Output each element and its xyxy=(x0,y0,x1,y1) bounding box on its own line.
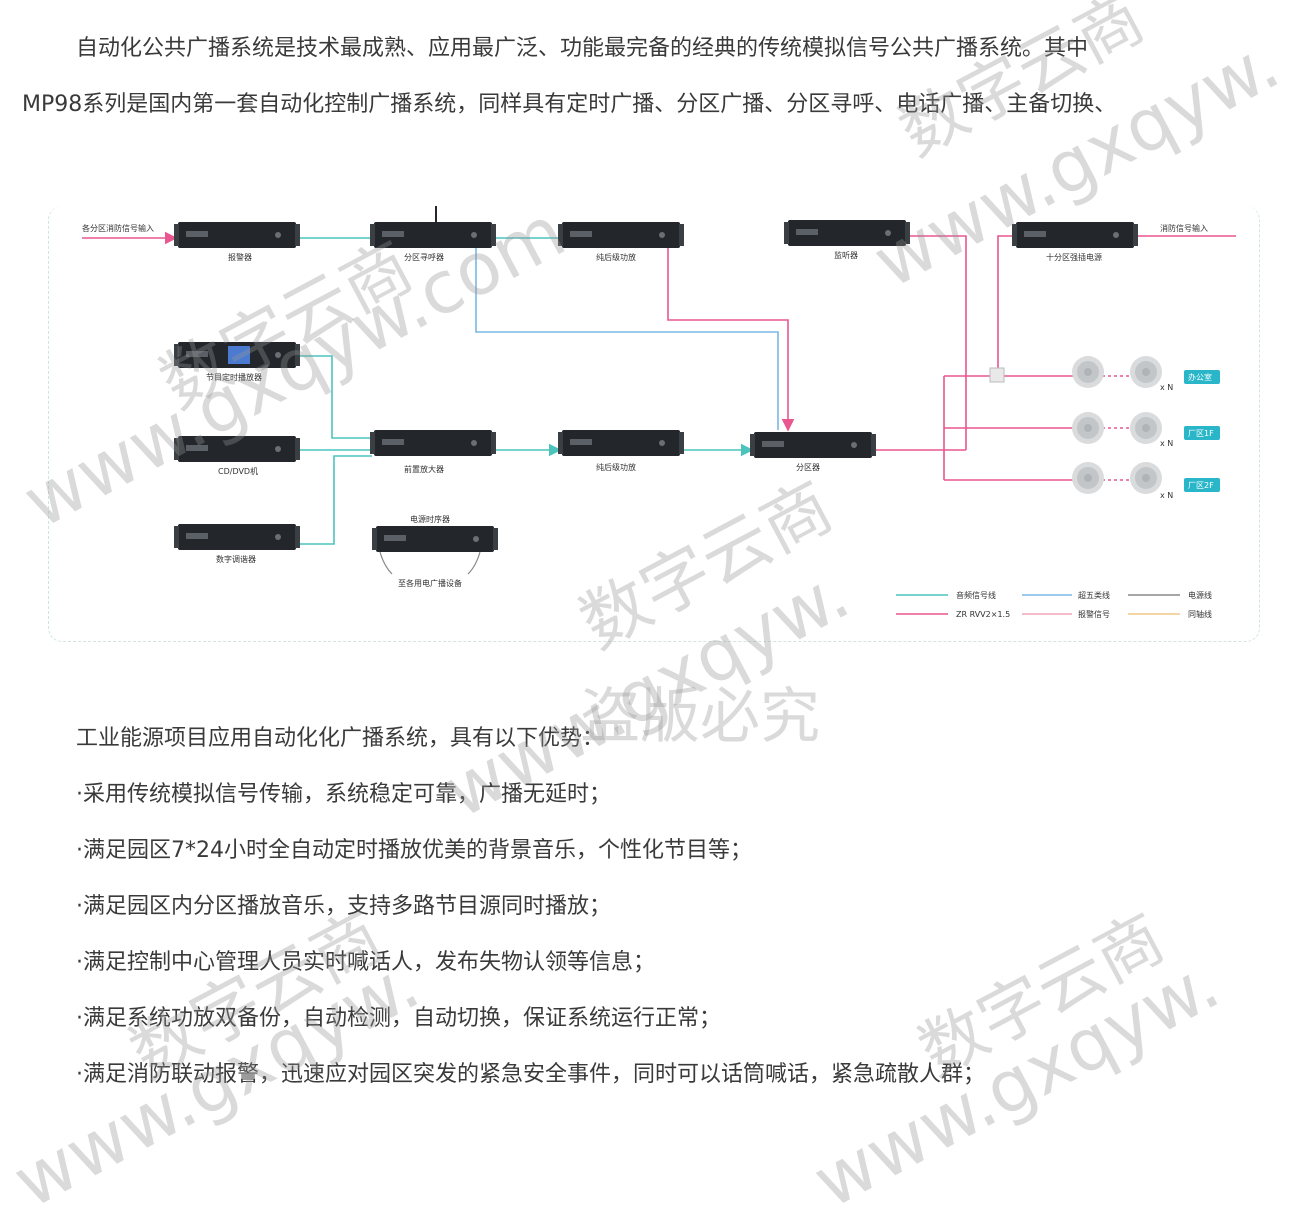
monitor-line xyxy=(906,235,967,450)
zone-badge-3: 厂区2F xyxy=(1188,481,1214,490)
speaker-icon xyxy=(1072,412,1104,444)
zone-pager-label: 分区寻呼器 xyxy=(404,252,444,262)
intro-line-2: MP98系列是国内第一套自动化控制广播系统，同样具有定时广播、分区广播、分区寻呼… xyxy=(22,92,1117,117)
speaker-icon xyxy=(1072,356,1104,388)
power10-device xyxy=(1012,222,1138,248)
benefits-heading: 工业能源项目应用自动化化广播系统，具有以下优势： xyxy=(76,726,605,751)
cd-dvd-label: CD/DVD机 xyxy=(218,466,258,476)
speaker-icon xyxy=(1130,462,1162,494)
amp-mid-label: 纯后级功放 xyxy=(596,462,636,472)
legend-label: 报警信号 xyxy=(1078,609,1110,619)
benefit-item: ·满足园区7*24小时全自动定时播放优美的背景音乐，个性化节目等； xyxy=(76,838,752,863)
fire-input-label: 各分区消防信号输入 xyxy=(82,223,154,233)
timer-player-device xyxy=(174,342,300,368)
tuner-device xyxy=(174,524,300,550)
monitor-label: 监听器 xyxy=(834,250,858,260)
tuner-label: 数字调谐器 xyxy=(216,554,256,564)
legend-label: 音频信号线 xyxy=(956,590,996,600)
legend-label: 超五类线 xyxy=(1078,590,1110,600)
speaker-icon xyxy=(1072,462,1104,494)
benefit-item: ·满足消防联动报警，迅速应对园区突发的紧急安全事件，同时可以话筒喊话，紧急疏散人… xyxy=(76,1062,985,1087)
system-diagram: 各分区消防信号输入 消防信号输入 报警器 分区寻呼器 纯后级功放 监听器 十分区… xyxy=(82,206,1236,619)
legend-label: 电源线 xyxy=(1188,590,1212,600)
amp-top-device xyxy=(558,222,684,248)
monitor-device xyxy=(784,220,910,246)
power10-line xyxy=(997,235,1014,368)
mains-label: 至各用电广播设备 xyxy=(398,578,462,588)
legend: 音频信号线 超五类线 电源线 ZR RVV2×1.5 报警信号 同轴线 xyxy=(896,590,1212,619)
diagram-frame xyxy=(48,206,1260,642)
zone-box-label: 分区器 xyxy=(796,463,820,472)
legend-label: ZR RVV2×1.5 xyxy=(956,610,1010,619)
zone-badge-1: 办公室 xyxy=(1188,372,1212,382)
alarm-device xyxy=(174,222,300,248)
legend-label: 同轴线 xyxy=(1188,609,1212,619)
benefit-item: ·满足园区内分区播放音乐，支持多路节目源同时播放； xyxy=(76,894,611,919)
speaker-icon xyxy=(1130,356,1162,388)
amp-top-label: 纯后级功放 xyxy=(596,252,636,262)
xn-label: x N xyxy=(1160,439,1173,448)
power-seq-label: 电源时序器 xyxy=(410,514,450,524)
benefit-item: ·满足控制中心管理人员实时喊话人，发布失物认领等信息； xyxy=(76,950,655,975)
amp-mid-device xyxy=(558,430,684,456)
preamp-device xyxy=(370,430,496,456)
fire-input-right-label: 消防信号输入 xyxy=(1160,223,1208,233)
zone-pager-device xyxy=(370,222,496,248)
xn-label: x N xyxy=(1160,491,1173,500)
power-seq-device xyxy=(372,526,498,552)
speaker-icon xyxy=(1130,412,1162,444)
preamp-label: 前置放大器 xyxy=(404,464,444,474)
benefits-list: 工业能源项目应用自动化化广播系统，具有以下优势： ·采用传统模拟信号传输，系统稳… xyxy=(76,724,985,1116)
power10-label: 十分区强插电源 xyxy=(1046,252,1102,262)
amp-to-zone-line xyxy=(667,244,795,432)
timer-player-label: 节目定时播放器 xyxy=(206,372,262,382)
zone-box-device xyxy=(750,432,876,458)
zone-badge-2: 厂区1F xyxy=(1188,429,1214,438)
xn-label: x N xyxy=(1160,383,1173,392)
benefit-item: ·满足系统功放双备份，自动检测，自动切换，保证系统运行正常； xyxy=(76,1006,721,1031)
alarm-label: 报警器 xyxy=(228,252,252,262)
benefit-item: ·采用传统模拟信号传输，系统稳定可靠，广播无延时； xyxy=(76,782,611,807)
intro-line-1: 自动化公共广播系统是技术最成熟、应用最广泛、功能最完备的经典的传统模拟信号公共广… xyxy=(76,36,1089,61)
cd-dvd-device xyxy=(174,436,300,462)
